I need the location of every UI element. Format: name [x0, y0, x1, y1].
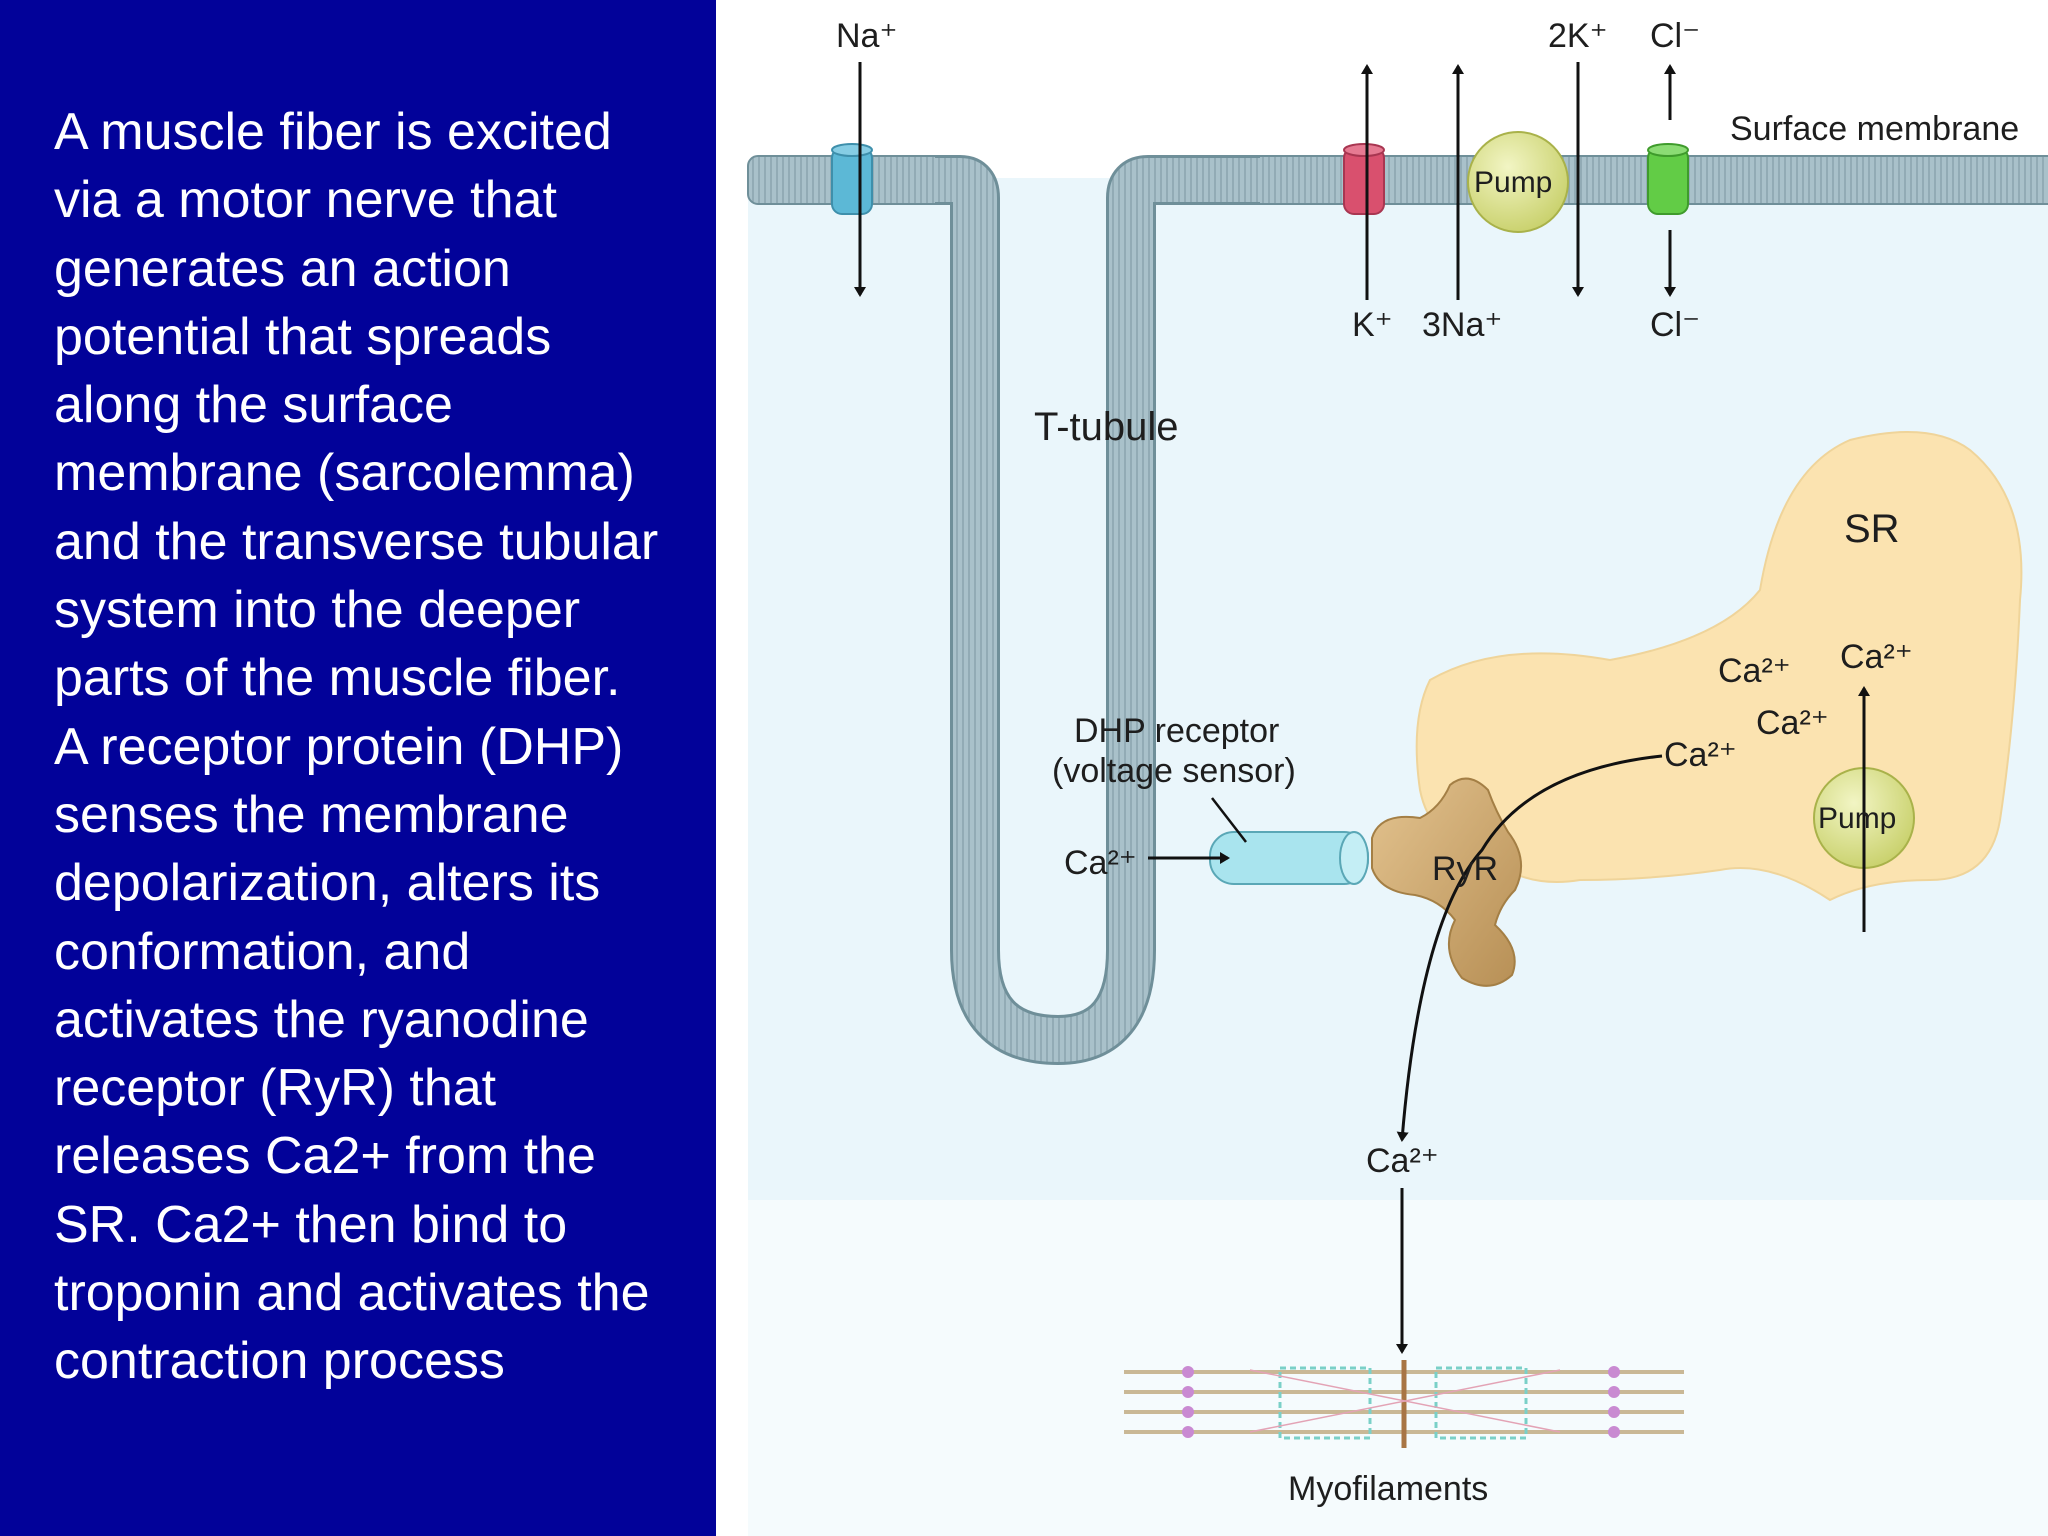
- label-na-top: Na⁺: [836, 17, 897, 55]
- label-myofilaments: Myofilaments: [1288, 1470, 1488, 1508]
- dhp-receptor: [1209, 831, 1369, 885]
- na-channel: [831, 143, 873, 215]
- label-ca-cytosol: Ca²⁺: [1366, 1142, 1439, 1180]
- label-sr: SR: [1844, 507, 1900, 551]
- label-ca-dhp: Ca²⁺: [1064, 844, 1137, 882]
- na-k-pump: [1467, 131, 1569, 233]
- label-dhp-receptor: DHP receptor: [1074, 712, 1279, 750]
- cl-channel: [1647, 143, 1689, 215]
- description-paragraph: A muscle fiber is excited via a motor ne…: [54, 103, 659, 1391]
- ca-release-arrow: [1396, 754, 1663, 1142]
- label-pump-top: Pump: [1474, 166, 1552, 199]
- label-pump-sr: Pump: [1818, 802, 1896, 835]
- label-ca-sr-2: Ca²⁺: [1840, 638, 1913, 676]
- label-cl-top: Cl⁻: [1650, 17, 1700, 55]
- label-voltage-sensor: (voltage sensor): [1052, 752, 1296, 790]
- label-ca-ryr-release: Ca²⁺: [1664, 736, 1737, 774]
- label-3na: 3Na⁺: [1422, 306, 1502, 344]
- label-cl-bottom: Cl⁻: [1650, 306, 1700, 344]
- label-ca-sr-3: Ca²⁺: [1756, 704, 1829, 742]
- k-channel: [1343, 143, 1385, 215]
- label-ryr: RyR: [1432, 850, 1498, 888]
- label-surface-membrane: Surface membrane: [1730, 110, 2019, 148]
- myofilaments: [1124, 1360, 1684, 1448]
- label-k-bottom: K⁺: [1352, 306, 1393, 344]
- label-2k: 2K⁺: [1548, 17, 1608, 55]
- text-panel: A muscle fiber is excited via a motor ne…: [0, 0, 716, 1536]
- ryr-receptor: [1371, 777, 1523, 987]
- label-t-tubule: T-tubule: [1034, 405, 1179, 449]
- label-ca-sr-1: Ca²⁺: [1718, 652, 1791, 690]
- muscle-excitation-diagram: Na⁺ 2K⁺ Cl⁻ Surface membrane Pump K⁺ 3Na…: [747, 17, 2048, 1536]
- dhp-pointer-line: [1211, 797, 1247, 843]
